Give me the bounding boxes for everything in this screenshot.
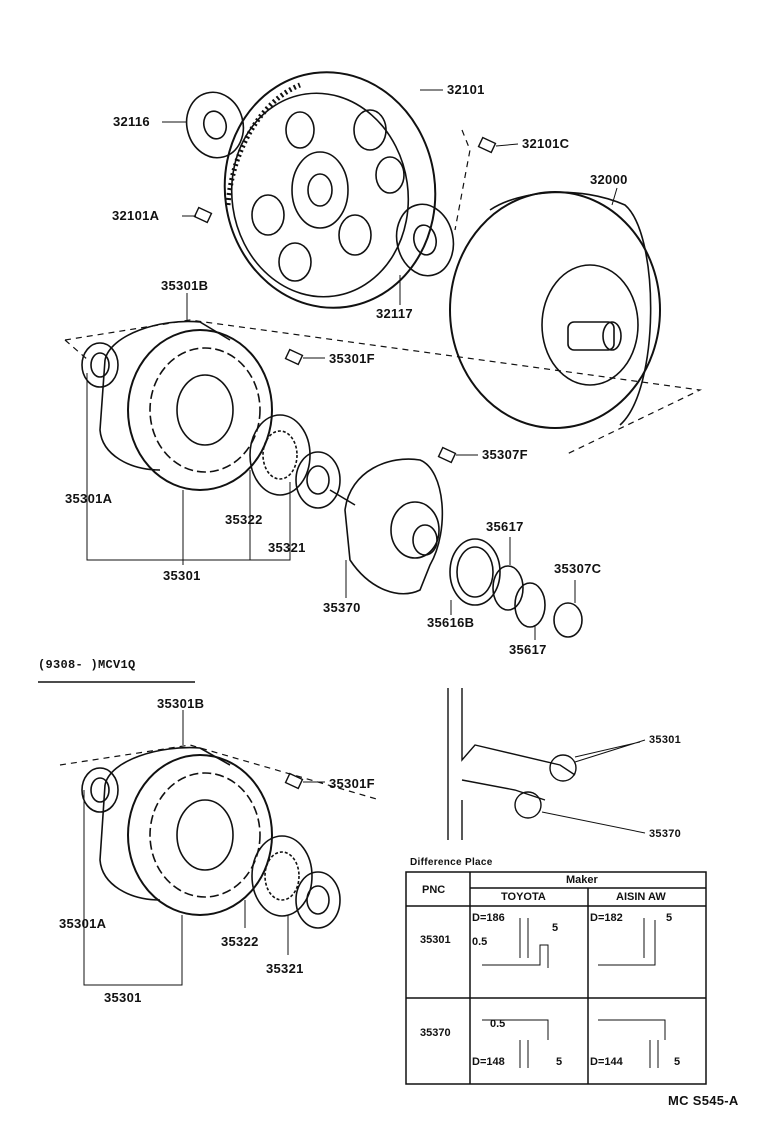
callout-35322: 35322 [225,512,263,527]
toyota-gap1: 0.5 [472,936,488,948]
torque-converter-drawing [449,191,661,429]
callout-32101A: 32101A [112,208,160,223]
lower-callout-35301: 35301 [104,990,142,1005]
stator-support-drawing [329,458,444,595]
callout-32116: 32116 [113,114,150,129]
aisin-d2: D=144 [590,1056,623,1068]
lower-callout-35321: 35321 [266,961,304,976]
detail-callout-35370: 35370 [649,828,682,840]
toyota-w1: 5 [552,922,559,934]
callout-32000: 32000 [590,172,628,187]
callout-35617-lower: 35617 [509,642,547,657]
callout-32101C: 32101C [522,136,570,151]
spacer-32117-drawing [395,203,455,277]
aisin-w1: 5 [666,912,673,924]
callout-35301F: 35301F [329,351,375,366]
difference-place-table: PNC Maker TOYOTA AISIN AW 35301 35370 D=… [406,872,706,1084]
lower-callout-35322: 35322 [221,934,259,949]
shim-32116-drawing [185,91,245,159]
lower-callout-35301A: 35301A [59,916,107,931]
table-caption: Difference Place [410,857,493,868]
toyota-gap2: 0.5 [490,1018,506,1030]
aisin-w2: 5 [674,1056,681,1068]
header-maker: Maker [566,874,598,886]
callout-35307C: 35307C [554,561,602,576]
aisin-d1: D=182 [590,912,623,924]
header-toyota: TOYOTA [501,891,546,903]
callout-35301: 35301 [163,568,201,583]
detail-callout-35301: 35301 [649,734,682,746]
callout-35616B: 35616B [427,615,475,630]
row-pnc-35370: 35370 [420,1027,451,1039]
oil-pump-body-lower-drawing [81,746,341,929]
drive-plate-drawing [223,71,437,309]
callout-32117: 32117 [376,306,413,321]
difference-table-grid [405,871,707,1085]
callout-35321: 35321 [268,540,306,555]
row-pnc-35301: 35301 [420,934,451,946]
figure-code: MC S545-A [668,1093,739,1108]
variant-header: (9308- )MCV1Q [38,658,136,672]
callout-35301B: 35301B [161,278,209,293]
callout-35301A: 35301A [65,491,113,506]
callout-35307F: 35307F [482,447,528,462]
section-detail-drawing [447,688,646,840]
callout-35370: 35370 [323,600,361,615]
oil-pump-body-drawing [81,320,341,509]
toyota-d1: D=186 [472,912,505,924]
header-aisin-aw: AISIN AW [616,891,666,903]
lower-callout-35301F: 35301F [329,776,375,791]
header-pnc: PNC [422,884,446,896]
toyota-d2: D=148 [472,1056,505,1068]
lower-callout-35301B: 35301B [157,696,205,711]
callout-32101: 32101 [447,82,485,97]
callout-35617-upper: 35617 [486,519,524,534]
toyota-w2: 5 [556,1056,563,1068]
